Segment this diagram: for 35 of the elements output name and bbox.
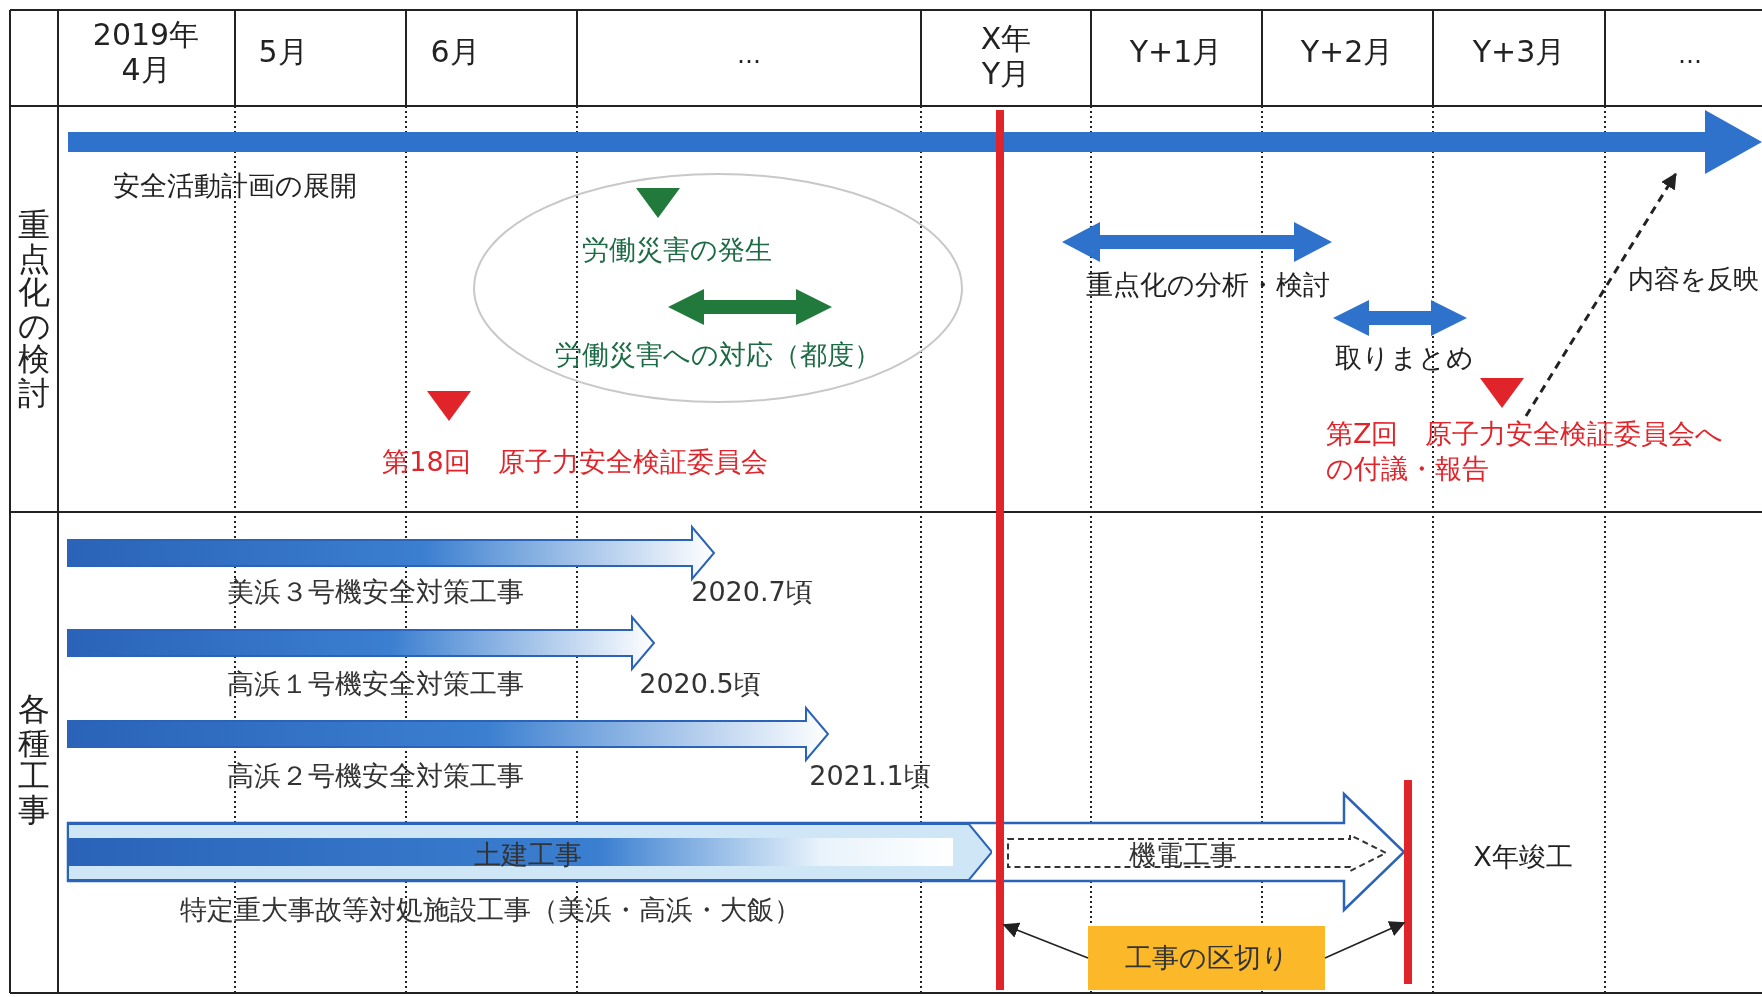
bar-label: 特定重大事故等対処施設工事（美浜・高浜・大飯） xyxy=(179,894,801,926)
note-text: 第Z回 原子力安全検証委員会への付議・報告 xyxy=(1326,417,1725,487)
bar-label: 安全活動計画の展開 xyxy=(113,170,357,202)
header-text: Y+2月 xyxy=(1300,34,1394,70)
header-text: X年Y月 xyxy=(979,21,1033,91)
shape-label: 労働災害への対応（都度） xyxy=(555,339,881,371)
arrow xyxy=(1002,922,1089,959)
work-arrow xyxy=(68,822,992,882)
event-label: 第18回 原子力安全検証委員会 xyxy=(382,446,768,478)
header-text: 6月 xyxy=(430,34,480,70)
date-label: 2020.7頃 xyxy=(691,576,813,608)
ellipse-group xyxy=(472,172,964,404)
bar-label: 美浜３号機安全対策工事 xyxy=(226,576,524,608)
row-header: 重点化の検討 xyxy=(17,209,51,411)
timeline-arrow xyxy=(68,110,1762,174)
callout-text: 工事の区切り xyxy=(1124,942,1289,974)
row-header: 各種工事 xyxy=(17,692,51,828)
header-text: Y+3月 xyxy=(1472,34,1566,70)
callout-box xyxy=(1088,926,1325,990)
header-text: 2019年4月 xyxy=(91,17,201,87)
milestone-label: X年竣工 xyxy=(1473,841,1573,873)
header-text: … xyxy=(737,42,761,70)
bar-label: 取りまとめ xyxy=(1334,342,1474,374)
bar-label: 高浜１号機安全対策工事 xyxy=(226,668,524,700)
date-label: 2021.1頃 xyxy=(809,760,931,792)
arrow xyxy=(1524,172,1677,417)
header-text: Y+1月 xyxy=(1129,34,1223,70)
shape-label: 土建工事 xyxy=(474,839,582,871)
date-label: 2020.5頃 xyxy=(639,668,761,700)
header-text: 5月 xyxy=(258,34,308,70)
header-text: … xyxy=(1678,42,1702,70)
shape-label: 機電工事 xyxy=(1129,839,1237,871)
shape-label: 労働災害の発生 xyxy=(582,234,772,266)
bar-label: 高浜２号機安全対策工事 xyxy=(226,760,524,792)
arrow xyxy=(1324,921,1406,959)
